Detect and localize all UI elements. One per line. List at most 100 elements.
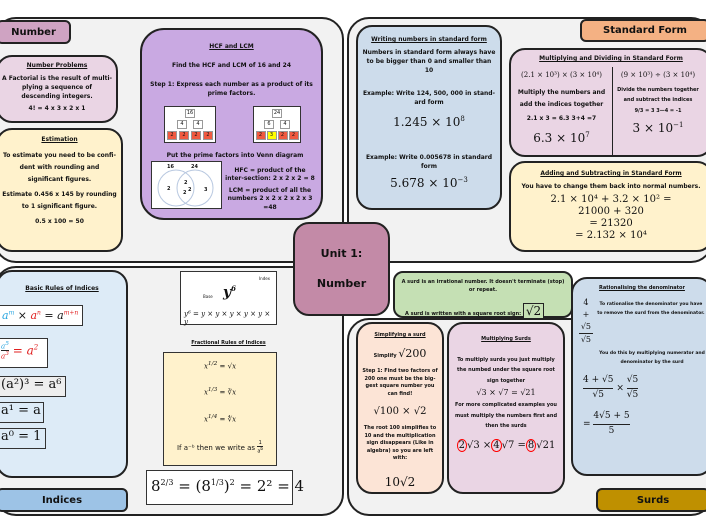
venn-right-value: 3 (204, 187, 208, 193)
fractional-rule: x1/3 = ∛x (203, 387, 237, 397)
prime-factor: 2 (277, 131, 288, 140)
rule-power-one: a¹ = a (0, 402, 44, 423)
multiplying-surds-card: Multiplying Surds To multiply surds you … (447, 322, 565, 494)
tree-node: 24 (272, 109, 282, 118)
y6-expansion: y⁶ = y × y × y × y × y × y (184, 310, 271, 326)
multiply-text2: For more complicated examples you must m… (454, 402, 558, 429)
surd-definition: A surd is an irrational number. It doesn… (401, 279, 565, 293)
rational-text1: To rationalise the denominator you have … (597, 301, 705, 317)
simplify-text: The root 100 simplifies to 10 and the mu… (363, 425, 437, 461)
lcm-result: LCM = product of all the numbers 2 x 2 x… (227, 186, 313, 211)
fractional-rules-box: x1/2 = √x x1/3 = ∛x x1/4 = ∜x If a⁻ᵇ then … (163, 352, 277, 466)
y6-symbol: y6 (223, 284, 237, 301)
venn-circles (157, 169, 214, 207)
writing-sf-title: Writing numbers in standard form (371, 36, 487, 43)
factorial-example: 4! = 4 x 3 x 2 x 1 (28, 105, 86, 112)
y6-diagram: Base y6 Index y⁶ = y × y × y × y × y × y (180, 271, 277, 326)
rational-title: Rationalising the denominator (599, 285, 685, 291)
simplifying-surd-card: Simplifying a surd Simplify √200 Step 1:… (356, 322, 444, 494)
indices-title: Basic Rules of Indices (25, 285, 99, 292)
number-problems-card: Number Problems A Factorial is the resul… (0, 55, 118, 123)
div-answer: 3 × 10−1 (632, 121, 684, 135)
fractional-rule: x1/4 = ∜x (203, 413, 237, 423)
simplify-split: √100 × √2 (373, 406, 427, 417)
simplify-step1: Step 1: Find two factors of 200 one must… (362, 368, 438, 397)
prime-factor: 2 (179, 131, 189, 140)
hcf-question: Find the HCF and LCM of 16 and 24 (171, 62, 292, 69)
unit-subtitle: Number (316, 277, 367, 290)
tree-node: 4 (280, 120, 290, 129)
estimation-example: Estimate 0.456 x 145 by rounding to 1 si… (2, 191, 117, 210)
standard-form-label: Standard Form (580, 19, 706, 42)
addsub-text: You have to change them back into normal… (521, 183, 701, 190)
div-calc: 9/3 = 3 3—4 = -1 (634, 107, 682, 114)
surd-definition-card: A surd is an irrational number. It doesn… (393, 271, 573, 319)
indices-label: Indices (0, 488, 128, 512)
unit-title: Unit 1: (320, 246, 363, 260)
venn-middle-value: 2 (188, 187, 192, 193)
rationalising-card: Rationalising the denominator 4 + √5√5 To… (571, 277, 706, 476)
prime-factor: 2 (191, 131, 201, 140)
mul-answer: 6.3 × 107 (533, 130, 590, 145)
div-text: Divide the numbers together and subtract… (617, 86, 699, 103)
multiply-title: Multiplying Surds (481, 336, 531, 342)
multiply-example1: √3 × √7 = √21 (476, 388, 536, 397)
number-label: Number (0, 20, 71, 44)
hcf-title: HCF and LCM (209, 43, 254, 50)
tree-node: 4 (177, 120, 187, 129)
writing-standard-form-card: Writing numbers in standard form Numbers… (356, 25, 502, 210)
rule-multiply: am × an = am+n (0, 305, 83, 326)
prime-factor: 2 (167, 131, 177, 140)
mul-calc: 2.1 x 3 = 6.3 3+4 =7 (526, 114, 597, 122)
prime-factor: 2 (203, 131, 213, 140)
factorial-text: A Factorial is the result of multi-plyin… (2, 75, 113, 100)
venn-label-16: 16 (167, 164, 174, 170)
prime-factor: 2 (255, 131, 266, 140)
sf-example2: Example: Write 0.005678 in standard form (365, 154, 493, 170)
addsub-line: 2.1 × 10⁴ + 3.2 × 10² = (550, 194, 672, 205)
base-label: Base (203, 294, 213, 299)
addsub-title: Adding and Subtracting in Standard Form (540, 170, 682, 177)
tree-node: 6 (264, 120, 274, 129)
multiply-divide-sf-card: Multiplying and Dividing in Standard For… (509, 48, 706, 157)
sf-rule: Numbers in standard form always have to … (362, 49, 496, 74)
sf-answer2: 5.678 × 10−3 (390, 176, 468, 190)
index-label: Index (259, 276, 271, 281)
sf-answer1: 1.245 × 108 (393, 115, 465, 129)
prime-factor: 2 (288, 131, 299, 140)
venn-left-value: 2 (167, 186, 171, 192)
estimation-text: To estimate you need to be confi-dent wi… (2, 152, 116, 183)
surds-label: Surds (596, 488, 706, 512)
surd-sign-text: A surd is written with a square root sig… (405, 311, 522, 317)
multiply-example2: 2√3 ×4√7 =8√21 (456, 438, 556, 452)
rational-text2: You do this by multiplying numerator and… (599, 350, 705, 366)
rational-fraction: 4 + √5√5 (579, 297, 593, 344)
simplify-title: Simplifying a surd (374, 332, 426, 338)
addsub-line: = 2.132 × 10⁴ (575, 230, 647, 241)
simplify-expression: √200 (398, 346, 427, 360)
fractional-rule: x1/2 = √x (203, 361, 237, 371)
venn-label-24: 24 (191, 164, 198, 170)
mul-text: Multiply the numbers and add the indices… (517, 88, 606, 108)
root-2-symbol: √2 (522, 303, 545, 319)
rule-power-zero: a⁰ = 1 (0, 428, 46, 449)
fractional-example: 82/3 = (81/3)2 = 2² = 4 (146, 470, 304, 505)
number-problems-title: Number Problems (26, 62, 88, 69)
hcf-step1: Step 1: Express each number as a product… (150, 81, 313, 97)
venn-middle-value: 2 (183, 190, 187, 196)
sf-example1: Example: Write 124, 500, 000 in stand-ar… (362, 90, 496, 106)
hcf-result: HFC = product of the inter-section: 2 x … (225, 167, 315, 183)
simplify-prompt: Simplify (373, 352, 397, 359)
unit-title-card: Unit 1: Number (293, 222, 390, 316)
fractional-title: Fractional Rules of Indices (191, 340, 266, 346)
addsub-line: = 21320 (589, 218, 633, 229)
div-expr: (9 × 10³) ÷ (3 × 10⁴) (620, 71, 696, 79)
rational-step: 4 + √5√5 × √5√5 (583, 375, 639, 400)
tree-node: 16 (185, 109, 195, 118)
